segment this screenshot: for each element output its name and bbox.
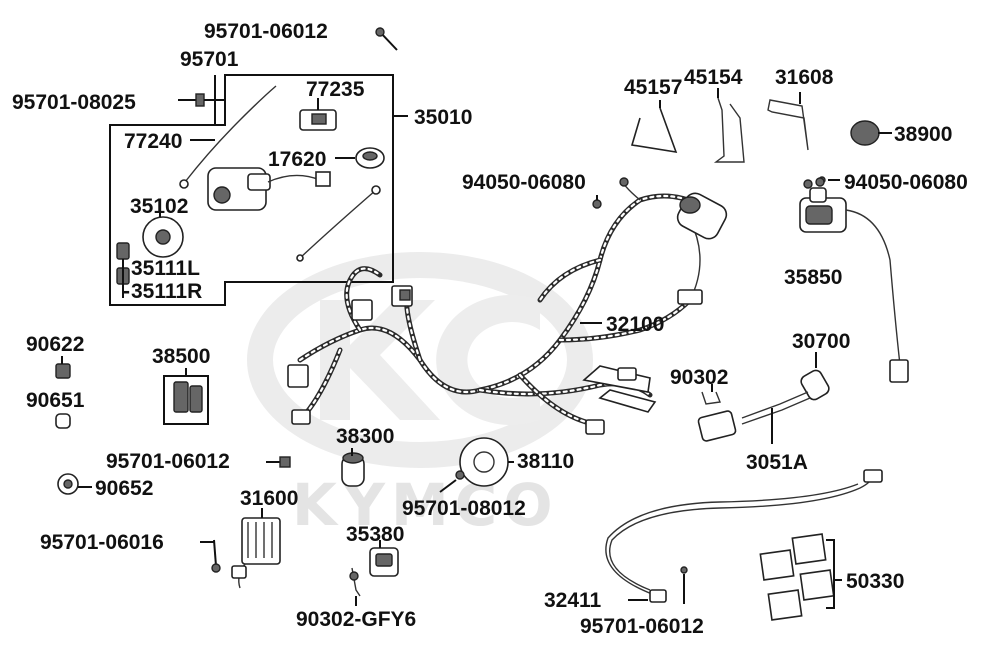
- label-35380: 35380: [346, 523, 404, 546]
- screw-94050-b: [815, 177, 825, 187]
- label-90302-GFY6: 90302-GFY6: [296, 608, 416, 631]
- label-95701: 95701: [180, 48, 239, 71]
- bolt-95701-06012-bot: [680, 566, 688, 604]
- ignition-switch: [207, 167, 381, 262]
- label-38900: 38900: [894, 123, 952, 146]
- label-90651: 90651: [26, 389, 85, 412]
- lock-cable-77240: [179, 85, 277, 189]
- label-95701-06016: 95701-06016: [40, 531, 164, 554]
- callout-labels: 95701-06012 95701 95701-08025 77235 3501…: [12, 20, 968, 638]
- label-32411: 32411: [544, 589, 602, 612]
- label-77240: 77240: [124, 130, 182, 153]
- label-35102: 35102: [130, 195, 188, 218]
- clamp-90622: [55, 356, 71, 379]
- pads-50330: [759, 533, 842, 621]
- clamp-90652: [57, 473, 92, 495]
- lock-cap-17620: [335, 147, 385, 169]
- connector-38900: [850, 120, 892, 146]
- horn-38110: [439, 437, 514, 493]
- watermark-text: KYMCO: [292, 471, 559, 539]
- label-45154: 45154: [684, 66, 743, 89]
- harness-connectors: [287, 285, 703, 435]
- lead-3051A: [697, 391, 811, 444]
- label-95701-08012: 95701-08012: [402, 497, 526, 520]
- label-94050-06080-a: 94050-06080: [462, 171, 586, 194]
- label-17620: 17620: [268, 148, 326, 171]
- ignition-coil: [799, 176, 909, 383]
- keys-35111: [116, 242, 130, 298]
- bracket-45154: [713, 88, 745, 163]
- lock-plate-35102: [142, 210, 184, 258]
- clip-90302-GFY6: [349, 567, 361, 606]
- seat-lock-77235: [299, 98, 337, 131]
- label-35010: 35010: [414, 106, 472, 129]
- regulator-31600: [231, 508, 281, 589]
- label-3051A: 3051A: [746, 451, 808, 474]
- bracket-45157: [630, 100, 678, 154]
- label-90622: 90622: [26, 333, 84, 356]
- bolt-top: [375, 27, 398, 51]
- label-35111R: 35111R: [131, 280, 202, 303]
- label-38500: 38500: [152, 345, 210, 368]
- label-35111L: 35111L: [131, 257, 200, 280]
- label-95701-06012-mid: 95701-06012: [106, 450, 230, 473]
- label-77235: 77235: [306, 78, 365, 101]
- label-45157: 45157: [624, 76, 682, 99]
- battery-cable-32411: [605, 469, 883, 603]
- relay-35380: [369, 540, 399, 577]
- label-95701-08025: 95701-08025: [12, 91, 136, 114]
- label-90302: 90302: [670, 366, 728, 389]
- relay-38500: [163, 368, 209, 425]
- label-31608: 31608: [775, 66, 834, 89]
- screw-94050-a: [592, 195, 602, 209]
- label-90652: 90652: [95, 477, 153, 500]
- lock-set-box: [109, 74, 408, 306]
- bolt-95701-06016: [200, 539, 221, 573]
- label-50330: 50330: [846, 570, 904, 593]
- clip-90302: [701, 384, 721, 405]
- clip-31608: [767, 92, 809, 151]
- label-31600: 31600: [240, 487, 298, 510]
- fuse-canister: [676, 192, 728, 240]
- starter-switch-38300: [341, 448, 365, 487]
- label-95701-06012-top: 95701-06012: [204, 20, 328, 43]
- label-94050-06080-b: 94050-06080: [844, 171, 968, 194]
- label-30700: 30700: [792, 330, 850, 353]
- label-35850: 35850: [784, 266, 842, 289]
- label-95701-06012-bot: 95701-06012: [580, 615, 704, 638]
- label-38110: 38110: [517, 450, 574, 473]
- label-32100: 32100: [606, 313, 664, 336]
- label-38300: 38300: [336, 425, 394, 448]
- bolt-95701-06012-mid: [266, 456, 291, 468]
- bolt-95701-08025: [178, 93, 214, 107]
- label-35111R-dash: -: [123, 280, 130, 303]
- clamp-90651: [55, 413, 71, 429]
